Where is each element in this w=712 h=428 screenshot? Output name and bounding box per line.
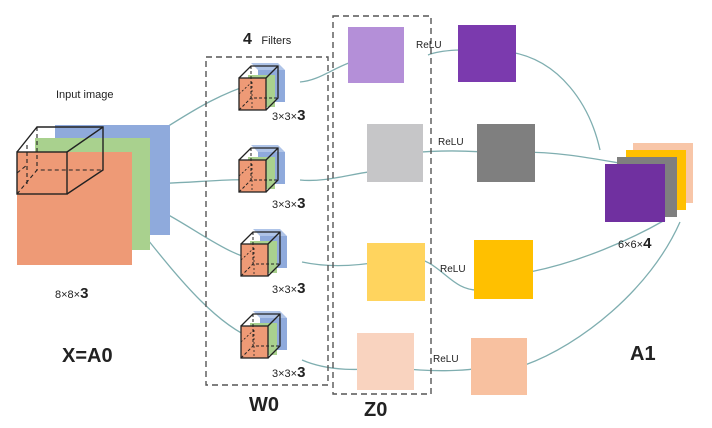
filter-dims-label-1: 3×3×3 — [272, 107, 305, 124]
input-channel-orange — [17, 152, 132, 265]
input-image-label: Input image — [56, 89, 113, 101]
filters-count: 4 — [243, 31, 252, 48]
output-dims-label: 6×6×4 — [618, 235, 652, 252]
filter-cube-2 — [238, 144, 286, 193]
filter-dims-label-4: 3×3×3 — [272, 364, 305, 381]
filter-dims-label-2: 3×3×3 — [272, 195, 305, 212]
input-dims-label: 8×8×3 — [55, 285, 88, 302]
connector-a3-stack — [529, 219, 666, 273]
z-map-4 — [357, 333, 414, 390]
connector-a1-stack — [509, 51, 601, 151]
a-map-4 — [471, 338, 527, 395]
w0-label: W0 — [249, 394, 279, 416]
relu-label-2: ReLU — [438, 137, 464, 148]
filter-cube-3 — [240, 228, 288, 277]
a-map-2 — [477, 124, 535, 182]
z0-dashed-box — [332, 15, 432, 395]
filters-word: Filters — [261, 35, 291, 47]
relu-label-4: ReLU — [433, 354, 459, 365]
relu-label-3: ReLU — [440, 264, 466, 275]
input-receptive-field-cube — [16, 126, 104, 195]
filters-heading: 4 Filters — [243, 31, 292, 48]
filter-dims-label-3: 3×3×3 — [272, 280, 305, 297]
a-map-1 — [458, 25, 516, 82]
filter-cube-4 — [240, 310, 288, 359]
connector-lines — [129, 49, 681, 372]
relu-label-1: ReLU — [416, 40, 442, 51]
z-map-1 — [348, 27, 404, 83]
x-a0-label: X=A0 — [62, 345, 113, 367]
filters-dashed-box — [205, 56, 329, 386]
z-map-3 — [367, 243, 425, 301]
a1-label: A1 — [630, 343, 656, 365]
z0-label: Z0 — [364, 399, 387, 421]
z-map-2 — [367, 124, 423, 182]
connector-a2-stack — [519, 151, 626, 165]
input-image-volume — [16, 125, 170, 265]
filter-cube-1 — [238, 62, 286, 111]
output-stack — [605, 143, 693, 222]
a-map-3 — [474, 240, 533, 299]
connector-a4-stack — [524, 221, 681, 366]
